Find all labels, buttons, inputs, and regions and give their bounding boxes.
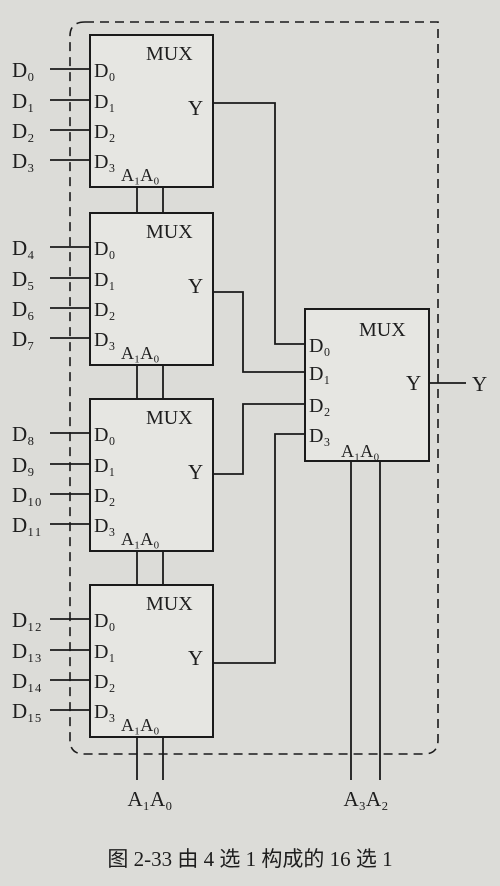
input-label-d14: D₁₄ (12, 669, 42, 693)
first-level-muxes: MUX D₀ D₀ D₁ D₁ D₂ D₂ D₃ D₃ Y A₁A₀ MUX D₄ D₀ D₅ D₁ D₆ D₂ D… (12, 34, 214, 738)
mux-label: MUX (146, 221, 193, 243)
input-label-d0: D₀ (12, 58, 35, 82)
output-pin-label: Y (188, 460, 203, 484)
select-pin-label: A₁A₀ (121, 529, 160, 549)
final-pin-label-d0: D₀ (309, 335, 330, 357)
mux-label: MUX (146, 43, 193, 65)
mux-2: MUX D₄ D₀ D₅ D₁ D₆ D₂ D₇ D₃ Y A₁A₀ (12, 212, 214, 366)
pin-label-d0: D₀ (94, 238, 115, 260)
final-output-label: Y (472, 372, 487, 396)
select-pin-label: A₁A₀ (121, 343, 160, 363)
input-label-d3: D₃ (12, 149, 35, 173)
mux-label: MUX (146, 593, 193, 615)
pin-label-d3: D₃ (94, 151, 115, 173)
output-pin-label: Y (188, 274, 203, 298)
input-label-d1: D₁ (12, 89, 35, 113)
mux-3-body (89, 398, 214, 552)
pin-label-d1: D₁ (94, 91, 115, 113)
final-pin-label-d1: D₁ (309, 363, 330, 385)
enclosure-dashed (69, 21, 439, 755)
pin-label-d2: D₂ (94, 121, 115, 143)
final-pin-label-d2: D₂ (309, 395, 330, 417)
input-label-d7: D₇ (12, 327, 35, 351)
pin-label-d0: D₀ (94, 424, 115, 446)
pin-label-d3: D₃ (94, 329, 115, 351)
pin-label-d2: D₂ (94, 485, 115, 507)
mux-1-body (89, 34, 214, 188)
wire-y1-to-d0 (213, 102, 305, 345)
mux-1: MUX D₀ D₀ D₁ D₁ D₂ D₂ D₃ D₃ Y A₁A₀ (12, 34, 214, 188)
second-level-mux: MUX D₀ D₁ D₂ D₃ Y A₁A₀ (304, 308, 430, 462)
pin-label-d1: D₁ (94, 269, 115, 291)
output-pin-label: Y (188, 96, 203, 120)
wire-y2-to-d1 (213, 291, 305, 373)
figure-caption: 图 2-33 由 4 选 1 构成的 16 选 1 (107, 847, 392, 871)
input-label-d4: D₄ (12, 236, 35, 260)
select-pin-label: A₁A₀ (121, 715, 160, 735)
connecting-wires: A₁A₀ Y A₃A₂ (128, 102, 487, 811)
wire-y4-to-d3 (213, 433, 305, 664)
input-label-d11: D₁₁ (12, 513, 42, 537)
mux-label: MUX (359, 319, 406, 341)
pin-label-d3: D₃ (94, 701, 115, 723)
final-pin-label-d3: D₃ (309, 425, 330, 447)
pin-label-d2: D₂ (94, 299, 115, 321)
pin-label-d1: D₁ (94, 641, 115, 663)
mux-4-body (89, 584, 214, 738)
mux-2-body (89, 212, 214, 366)
final-select-pin-label: A₁A₀ (341, 441, 380, 461)
input-label-d12: D₁₂ (12, 608, 42, 632)
input-label-d5: D₅ (12, 267, 35, 291)
input-label-d8: D₈ (12, 422, 35, 446)
mux-3: MUX D₈ D₀ D₉ D₁ D₁₀ D₂ D₁₁ D₃ Y A₁A₀ (12, 398, 214, 552)
input-label-d9: D₉ (12, 453, 35, 477)
pin-label-d0: D₀ (94, 610, 115, 632)
pin-label-d1: D₁ (94, 455, 115, 477)
input-label-d2: D₂ (12, 119, 35, 143)
input-label-d13: D₁₃ (12, 639, 42, 663)
select-pin-label: A₁A₀ (121, 165, 160, 185)
wire-y3-to-d2 (213, 403, 305, 475)
input-label-d6: D₆ (12, 297, 35, 321)
pin-label-d0: D₀ (94, 60, 115, 82)
input-label-d10: D₁₀ (12, 483, 42, 507)
bottom-select-left: A₁A₀ (128, 787, 173, 811)
mux-final-body (304, 308, 430, 462)
mux-label: MUX (146, 407, 193, 429)
mux-4: MUX D₁₂ D₀ D₁₃ D₁ D₁₄ D₂ D₁₅ D₃ Y A₁A₀ (12, 584, 214, 738)
bottom-select-right: A₃A₂ (344, 787, 389, 811)
output-pin-label: Y (188, 646, 203, 670)
pin-label-d3: D₃ (94, 515, 115, 537)
pin-label-d2: D₂ (94, 671, 115, 693)
input-label-d15: D₁₅ (12, 699, 42, 723)
final-output-pin-label: Y (406, 371, 421, 395)
